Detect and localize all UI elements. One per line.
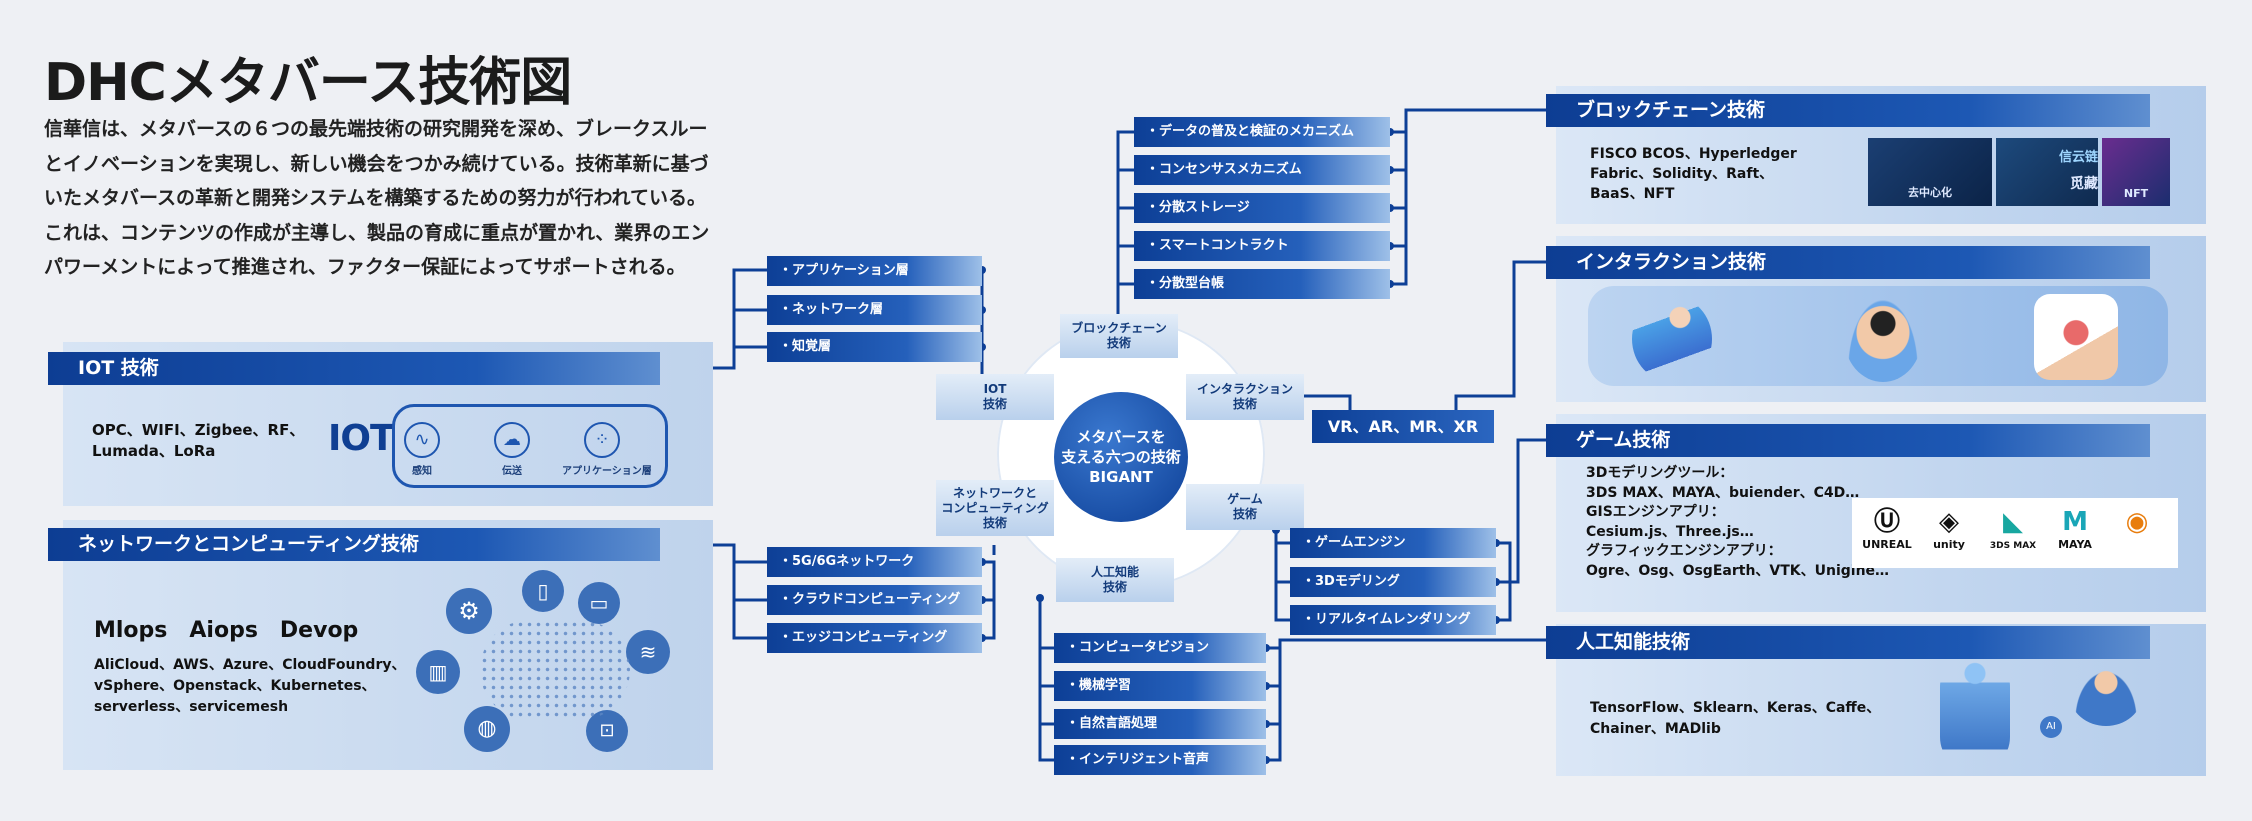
network-illustration: ⚙ ▯ ▭ ≋ ▥ ◍ ⊡ [410, 570, 670, 760]
center-line-3: BIGANT [1089, 468, 1153, 486]
iot-big-label: IOT [328, 418, 395, 459]
thumb-nft: NFT [2102, 138, 2170, 206]
ai-item: 自然言語処理 [1054, 709, 1266, 739]
game-item: リアルタイムレンダリング [1290, 605, 1496, 635]
node-blockchain: ブロックチェーン 技術 [1060, 314, 1178, 358]
thumb-decentralized: 去中心化 [1868, 138, 1992, 206]
vr-person-illustration [1632, 296, 1712, 382]
bar-chart-icon: ▥ [416, 650, 460, 694]
network-item: 5G/6Gネットワーク [767, 547, 982, 577]
ai-item: 機械学習 [1054, 671, 1266, 701]
wifi-icon: ≋ [626, 630, 670, 674]
game-item: 3Dモデリング [1290, 567, 1496, 597]
blockchain-item: コンセンサスメカニズム [1134, 155, 1390, 185]
blockchain-item: スマートコントラクト [1134, 231, 1390, 261]
ai-panel-text: TensorFlow、Sklearn、Keras、Caffe、 Chainer、… [1590, 700, 1881, 737]
iot-icon-label-sense: 感知 [412, 466, 432, 477]
phone-ar-illustration [2034, 294, 2118, 380]
3dsmax-logo-icon: ◣3DS MAX [1989, 507, 2037, 551]
unity-logo-icon: ◈unity [1933, 507, 1965, 551]
brand-label: 信云链 [2058, 149, 2098, 165]
vr-headset-avatar-illustration [1844, 292, 1922, 382]
page-title: DHCメタバース技術図 [44, 53, 572, 113]
node-game: ゲーム 技術 [1186, 484, 1304, 530]
network-item: クラウドコンピューティング [767, 585, 982, 615]
gear-icon: ⚙ [446, 588, 492, 634]
iot-panel-text: OPC、WIFI、Zigbee、RF、 Lumada、LoRa [92, 421, 305, 460]
node-interaction: インタラクション 技術 [1186, 374, 1304, 420]
network-panel-text: AliCloud、AWS、Azure、CloudFoundry、 vSphere… [94, 657, 406, 715]
blockchain-item: 分散ストレージ [1134, 193, 1390, 223]
globe-icon: ◍ [464, 706, 510, 752]
blockchain-panel-header: ブロックチェーン技術 [1546, 94, 2150, 127]
cloud-dots [480, 620, 630, 720]
iot-item: ネットワーク層 [767, 295, 982, 325]
iot-item: アプリケーション層 [767, 256, 982, 286]
logo-label: UNREAL [1862, 538, 1912, 551]
network-panel-header: ネットワークとコンピューティング技術 [48, 528, 660, 561]
logo-label: unity [1933, 538, 1965, 551]
game-item: ゲームエンジン [1290, 528, 1496, 558]
monitor-icon: ▭ [578, 582, 620, 624]
interaction-illustration [1588, 286, 2168, 386]
pulse-icon: ∿ [404, 422, 440, 458]
xr-label-box: VR、AR、MR、XR [1312, 410, 1494, 443]
intro-paragraph: 信華信は、メタバースの６つの最先端技術の研究開発を深め、ブレークスルーとイノベー… [44, 118, 710, 278]
center-line-2: 支える六つの技術 [1061, 448, 1181, 466]
interaction-panel-header: インタラクション技術 [1546, 246, 2150, 279]
grid-icon: ⁘ [584, 422, 620, 458]
ai-item: インテリジェント音声 [1054, 745, 1266, 775]
phone-icon: ▯ [522, 570, 564, 612]
ai-item: コンピュータビジョン [1054, 633, 1266, 663]
thumb-mizang: 信云链 觅藏 [1996, 138, 2098, 206]
ai-person-illustration [2070, 664, 2142, 726]
logo-label: MAYA [2058, 538, 2092, 551]
center-line-1: メタバースを [1076, 428, 1166, 446]
thumb-mizang-label: 觅藏 [2070, 175, 2098, 192]
cloud-icon: ☁ [494, 422, 530, 458]
iot-icon-label-app: アプリケーション層 [562, 466, 652, 477]
node-iot: IOT 技術 [936, 374, 1054, 420]
node-network: ネットワークと コンピューティング 技術 [936, 480, 1054, 536]
iot-panel-header: IOT 技術 [48, 352, 660, 385]
ai-panel-header: 人工知能技術 [1546, 626, 2150, 659]
blockchain-panel-text: FISCO BCOS、Hyperledger Fabric、Solidity、R… [1590, 146, 1797, 202]
network-item: エッジコンピューティング [767, 623, 982, 653]
logo-label: 3DS MAX [1989, 541, 2037, 551]
game-panel-text: 3Dモデリングツール： 3DS MAX、MAYA、buiender、C4D… G… [1586, 465, 1890, 579]
network-panel-heading: Mlops Aiops Devop [94, 618, 359, 643]
node-ai: 人工知能 技術 [1056, 558, 1174, 602]
game-panel-header: ゲーム技術 [1546, 424, 2150, 457]
iot-icon-label-transmit: 伝送 [502, 466, 522, 477]
blockchain-item: データの普及と検証のメカニズム [1134, 117, 1390, 147]
blender-logo-icon: ◉ [2125, 507, 2149, 537]
ai-bubble-icon: AI [2040, 716, 2062, 738]
blockchain-item: 分散型台帳 [1134, 269, 1390, 299]
iot-item: 知覚層 [767, 332, 982, 362]
iot-frame [392, 404, 668, 488]
ai-robot-illustration [1940, 660, 2010, 772]
center-core: メタバースを 支える六つの技術 BIGANT [1054, 392, 1188, 522]
